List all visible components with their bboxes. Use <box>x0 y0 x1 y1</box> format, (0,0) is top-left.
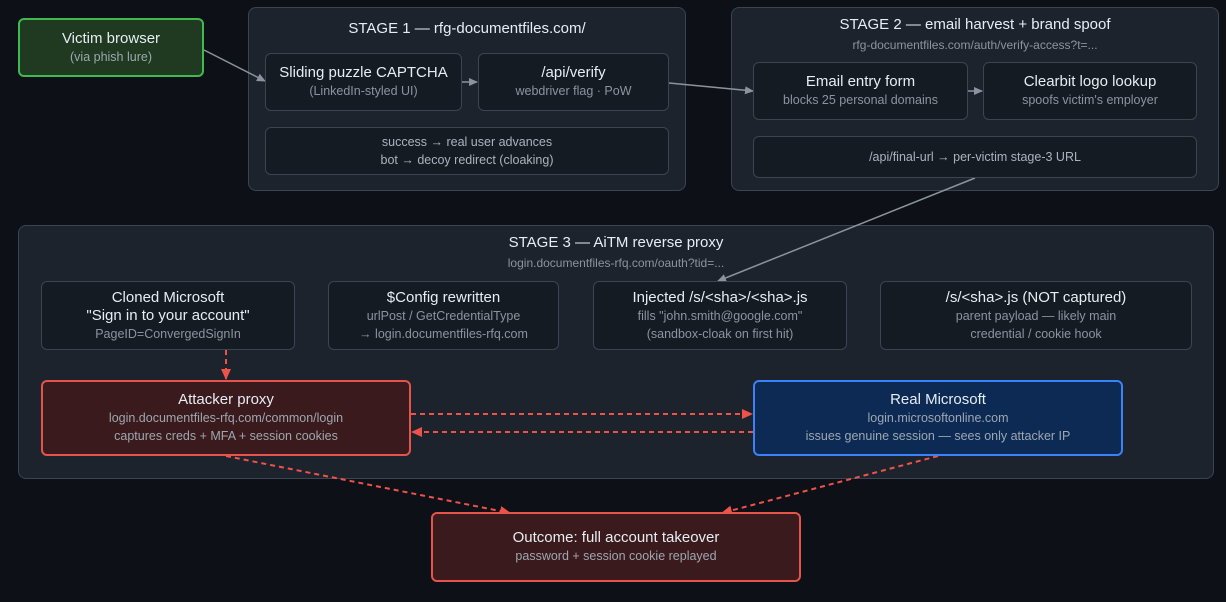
stage1-title: STAGE 1 — rfg-documentfiles.com/ <box>348 20 586 37</box>
captcha-node: Sliding puzzle CAPTCHA (LinkedIn-styled … <box>265 53 462 111</box>
injected-js-sub2: (sandbox-cloak on first hit) <box>646 326 794 341</box>
attacker-proxy-sub2: captures creds + MFA + session cookies <box>114 429 338 443</box>
attacker-proxy-node: Attacker proxy login.documentfiles-rfq.c… <box>41 380 411 456</box>
clearbit-sub: spoofs victim's employer <box>1022 93 1158 107</box>
api-verify-title: /api/verify <box>541 64 606 81</box>
captcha-title: Sliding puzzle CAPTCHA <box>279 64 448 81</box>
real-microsoft-node: Real Microsoft login.microsoftonline.com… <box>753 380 1123 456</box>
victim-browser-node: Victim browser (via phish lure) <box>18 18 204 77</box>
outcome-sub: password + session cookie replayed <box>515 549 717 563</box>
clearbit-node: Clearbit logo lookup spoofs victim's emp… <box>983 62 1197 120</box>
stage3-subtitle: login.documentfiles-rfq.com/oauth?tid=..… <box>507 256 725 270</box>
real-microsoft-title: Real Microsoft <box>890 391 986 408</box>
cloaking-note-line1: success → real user advances <box>381 135 553 149</box>
real-microsoft-sub1: login.microsoftonline.com <box>867 411 1009 425</box>
attacker-proxy-sub1: login.documentfiles-rfq.com/common/login <box>108 411 344 425</box>
final-url-node: /api/final-url → per-victim stage-3 URL <box>753 136 1197 178</box>
victim-browser-title: Victim browser <box>61 29 161 47</box>
outcome-title: Outcome: full account takeover <box>512 529 720 546</box>
api-verify-node: /api/verify webdriver flag · PoW <box>478 53 669 111</box>
stage3-title: STAGE 3 — AiTM reverse proxy <box>508 234 724 251</box>
cloned-microsoft-node: Cloned Microsoft "Sign in to your accoun… <box>41 281 295 350</box>
injected-js-title: Injected /s/<sha>/<sha>.js <box>632 288 808 306</box>
captcha-sub: (LinkedIn-styled UI) <box>309 84 418 98</box>
cloaking-note-line2: bot → decoy redirect (cloaking) <box>380 153 554 167</box>
config-rewritten-sub1: urlPost / GetCredentialType <box>366 308 521 323</box>
email-form-sub: blocks 25 personal domains <box>783 93 938 107</box>
stage2-subtitle: rfg-documentfiles.com/auth/verify-access… <box>852 38 1098 52</box>
outcome-node: Outcome: full account takeover password … <box>431 512 801 582</box>
real-microsoft-sub2: issues genuine session — sees only attac… <box>805 429 1071 443</box>
cloned-microsoft-title2: "Sign in to your account" <box>86 306 250 324</box>
cloned-microsoft-sub: PageID=ConvergedSignIn <box>95 326 241 341</box>
not-captured-js-sub1: parent payload — likely main <box>955 308 1117 323</box>
not-captured-js-sub2: credential / cookie hook <box>970 326 1102 341</box>
email-form-title: Email entry form <box>805 73 916 90</box>
email-form-node: Email entry form blocks 25 personal doma… <box>753 62 968 120</box>
cloaking-note: success → real user advances bot → decoy… <box>265 127 669 175</box>
injected-js-sub1: fills "john.smith@google.com" <box>637 308 803 323</box>
config-rewritten-sub2: → login.documentfiles-rfq.com <box>359 326 528 341</box>
victim-browser-sub: (via phish lure) <box>70 49 152 64</box>
final-url-text: /api/final-url → per-victim stage-3 URL <box>869 150 1081 164</box>
not-captured-js-node: /s/<sha>.js (NOT captured) parent payloa… <box>880 281 1192 350</box>
api-verify-sub: webdriver flag · PoW <box>515 84 632 98</box>
cloned-microsoft-title1: Cloned Microsoft <box>111 288 225 306</box>
config-rewritten-node: $Config rewritten urlPost / GetCredentia… <box>328 281 559 350</box>
config-rewritten-title: $Config rewritten <box>386 288 501 306</box>
clearbit-title: Clearbit logo lookup <box>1023 73 1157 90</box>
attacker-proxy-title: Attacker proxy <box>178 391 274 408</box>
injected-js-node: Injected /s/<sha>/<sha>.js fills "john.s… <box>593 281 847 350</box>
stage2-title: STAGE 2 — email harvest + brand spoof <box>839 16 1111 33</box>
not-captured-js-title: /s/<sha>.js (NOT captured) <box>945 288 1127 306</box>
